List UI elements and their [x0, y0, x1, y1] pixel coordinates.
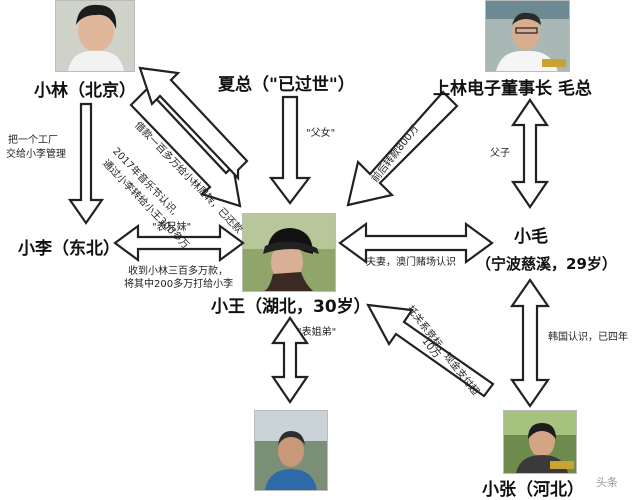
- node-xiaomao-sub: （宁波慈溪，29岁）: [476, 255, 617, 273]
- label-received-1: 收到小林三百多万款，: [128, 266, 228, 277]
- node-xiaowang: 小王（湖北，30岁）: [211, 297, 371, 317]
- label-husband-wife: 夫妻，澳门赌场认识: [366, 257, 456, 268]
- arrow-xiaowang-cousin: [270, 316, 310, 404]
- node-xiaomao: 小毛: [514, 227, 548, 247]
- label-korea: 韩国认识，已四年: [548, 332, 628, 343]
- relationship-diagram: 小林（北京） 夏总（"已过世"） 上林电子董事长 毛总 小李（东北） 小王（湖北…: [6, 0, 628, 500]
- arrows-layer: [67, 66, 551, 408]
- watermark: 头条: [596, 476, 618, 489]
- node-xiaoli: 小李（东北）: [18, 239, 120, 259]
- arrow-xiaowang-xiaomao: [338, 221, 494, 265]
- photo-xiaowang: [242, 213, 336, 292]
- arrow-linmao-to-xiaowang: [346, 90, 459, 207]
- node-xiaozhang: 小张（河北）: [482, 480, 584, 500]
- arrow-xiaozhang-to-xiaowang: [366, 303, 495, 398]
- label-father-son: 父子: [490, 148, 510, 159]
- label-cousin-sister: "表兄妹": [152, 222, 192, 233]
- arrow-xiaomao-xiaozhang: [509, 278, 551, 408]
- label-cousin-brother: "表姐弟": [297, 327, 337, 338]
- label-factory-2: 交给小李管理: [6, 149, 66, 160]
- node-xiazong: 夏总（"已过世"）: [218, 75, 355, 95]
- photo-linmao: [485, 0, 570, 72]
- arrow-xiaowang-to-xiaolin: [138, 66, 249, 181]
- label-father-daughter: "父女": [306, 128, 336, 139]
- label-factory-1: 把一个工厂: [8, 135, 58, 146]
- arrow-xiazong-to-xiaowang: [268, 95, 312, 205]
- arrow-xiaolin-to-xiaowang: [129, 87, 242, 208]
- arrow-linmao-xiaomao: [510, 98, 550, 209]
- node-xiaolin: 小林（北京）: [34, 81, 136, 101]
- label-received-2: 将其中200多万打给小李: [124, 279, 234, 290]
- arrow-xiaoli-xiaowang: [113, 223, 245, 263]
- photo-xiaolin: [55, 0, 135, 72]
- photo-cousin: [254, 410, 328, 491]
- arrow-xiaolin-to-xiaoli: [67, 102, 105, 225]
- photo-xiaozhang: [503, 410, 577, 474]
- node-linmao: 上林电子董事长 毛总: [433, 79, 592, 99]
